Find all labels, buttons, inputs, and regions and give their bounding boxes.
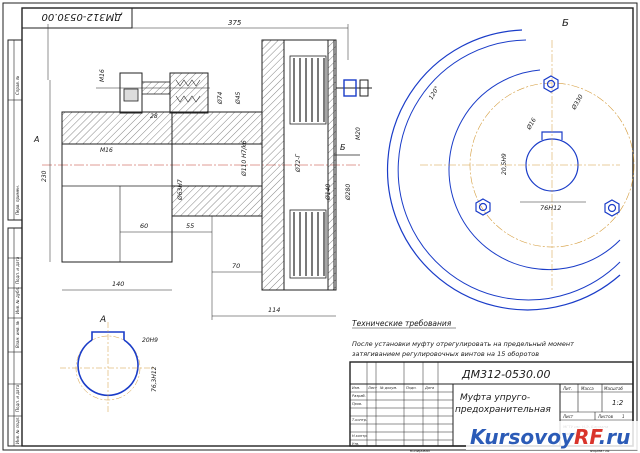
format-label: Формат А1: [590, 449, 610, 453]
dim-d280: Ø280: [345, 184, 352, 201]
watermark-part-2: RF: [574, 425, 603, 449]
view-b: Б 120° Ø330 Ø16 20,5Н9 76Н12: [386, 18, 635, 311]
dim-d72: Ø72-Г: [295, 153, 302, 173]
dim-230: 230: [41, 170, 48, 182]
dim-120deg: 120°: [428, 85, 441, 101]
dim-20h9: 20Н9: [142, 337, 158, 344]
side-label-3: Подп. и дата: [15, 256, 20, 284]
watermark-part-3: .ru: [599, 425, 631, 449]
sheets-label: Листов: [597, 414, 614, 419]
role-1: Разраб.: [352, 394, 366, 398]
dim-55: 55: [186, 222, 194, 230]
col-lit: Лит.: [562, 386, 572, 391]
dim-28: 28: [150, 113, 158, 120]
row-list: Лист: [367, 386, 378, 390]
dim-d16: Ø16: [525, 117, 538, 132]
label-b-main: Б: [340, 143, 346, 152]
side-label-1: Перв. примен.: [15, 185, 20, 215]
role-4: Н.контр.: [352, 434, 368, 438]
dim-m16: М16: [99, 69, 106, 82]
side-label-7: Инв. № подл.: [15, 416, 20, 444]
role-2: Пров.: [352, 402, 362, 406]
svg-text:KursovoyRF.ru: KursovoyRF.ru: [470, 425, 630, 449]
tech-line-1: После установки муфту отрегулировать на …: [352, 340, 574, 348]
sheets-count: 1: [622, 414, 625, 419]
row-date: Дата: [424, 386, 434, 390]
dim-m16b: М16: [100, 147, 113, 154]
dim-d63: Ø63Н7: [177, 179, 184, 201]
tech-line-2: затягиванием регулировочных винтов на 15…: [352, 350, 539, 358]
side-label-6: Подп. и дата: [15, 384, 20, 412]
dim-70: 70: [232, 262, 240, 270]
dim-d74: Ø74: [217, 91, 224, 105]
role-5: Утв.: [352, 442, 359, 446]
watermark: KursovoyRF.ru: [466, 421, 638, 450]
copy-label: Копировал: [410, 449, 431, 453]
section-view: 375 М16 28 Ø74 Ø45: [33, 19, 372, 320]
col-scale: Масштаб: [604, 386, 624, 391]
side-label-4: Инв. № дубл.: [15, 287, 20, 314]
scale-value: 1:2: [612, 399, 624, 407]
dim-20-5: 20,5Н9: [501, 153, 508, 175]
dim-d140: Ø140: [325, 184, 332, 201]
dim-d330: Ø330: [570, 93, 585, 112]
dim-76: 76Н12: [540, 204, 561, 212]
title-name-1: Муфта упруго-: [460, 393, 530, 403]
section-a-title: А: [99, 315, 106, 325]
top-code: ДМ312-0530.00: [42, 11, 124, 22]
col-mass: Масса: [581, 386, 594, 391]
tech-title: Технические требования: [352, 319, 452, 328]
dim-76-3: 76,3Н12: [151, 366, 158, 392]
dim-114: 114: [268, 306, 280, 314]
side-label-2: Справ. №: [15, 76, 20, 95]
role-3: Т.контр.: [352, 418, 367, 422]
row-doc: № докум.: [379, 386, 397, 390]
view-b-title: Б: [562, 18, 569, 29]
dim-375: 375: [228, 19, 242, 27]
dim-140: 140: [112, 280, 124, 288]
dim-d110: Ø110 Н7/k6: [241, 140, 248, 177]
label-a-left: А: [33, 135, 39, 144]
title-code: ДМ312-0530.00: [461, 368, 551, 381]
side-label-5: Взам. инв. №: [15, 321, 20, 348]
watermark-part-1: Kursovoy: [470, 425, 575, 449]
dim-m20: М20: [355, 127, 362, 140]
dim-d45: Ø45: [235, 91, 242, 105]
tech-notes: Технические требования После установки м…: [352, 319, 574, 358]
inner-border: [21, 7, 634, 447]
dim-60: 60: [140, 222, 148, 230]
section-a: А 20Н9 76,3Н12: [60, 315, 158, 414]
title-name-2: предохранительная: [455, 405, 551, 415]
row-sign: Подп.: [406, 386, 417, 390]
row-izm: Изм.: [352, 386, 360, 390]
sheet-label: Лист: [562, 414, 574, 419]
